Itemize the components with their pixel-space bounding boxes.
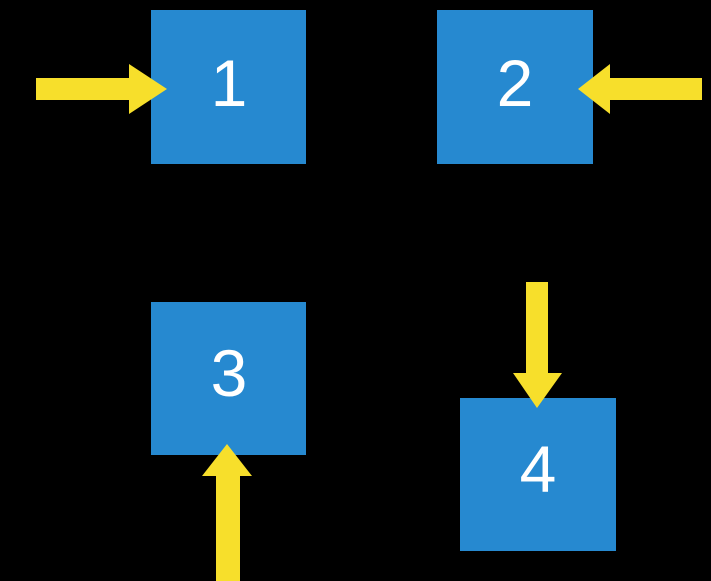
- arrow-left-into-box-2-icon: [578, 64, 702, 114]
- node-box-3[interactable]: [151, 302, 306, 455]
- node-box-4[interactable]: [460, 398, 616, 551]
- node-label-2: 2: [496, 46, 534, 120]
- arrow-up-into-box-3-icon: [202, 444, 252, 581]
- node-label-3: 3: [210, 336, 248, 410]
- node-label-1: 1: [210, 46, 248, 120]
- node-label-4: 4: [519, 432, 557, 506]
- arrow-right-into-box-1-icon: [36, 64, 167, 114]
- node-box-1[interactable]: [151, 10, 306, 164]
- arrow-down-into-box-4-icon: [513, 282, 562, 408]
- node-box-2[interactable]: [437, 10, 593, 164]
